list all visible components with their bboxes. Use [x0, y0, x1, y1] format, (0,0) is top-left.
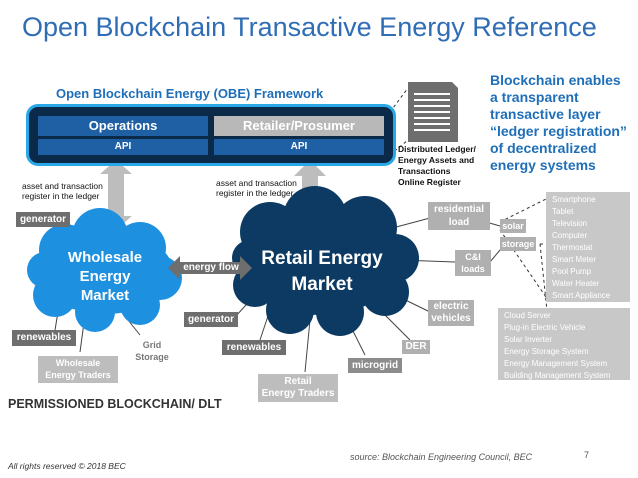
- operations-header: Operations: [38, 116, 208, 136]
- device-item: Computer: [552, 231, 588, 240]
- rights-footer: All rights reserved © 2018 BEC: [8, 461, 126, 471]
- retail-renewables-box: renewables: [222, 340, 286, 355]
- system-item: Cloud Server: [504, 311, 551, 320]
- source-footer: source: Blockchain Engineering Council, …: [350, 452, 533, 462]
- energy-flow-label: energy flow: [183, 262, 239, 273]
- solar-box: solar: [500, 219, 526, 233]
- energy-flow-arrow: [168, 256, 252, 280]
- document-icon: [408, 82, 458, 142]
- page-title: Open Blockchain Transactive Energy Refer…: [22, 12, 597, 42]
- wholesale-cloud: [27, 208, 182, 332]
- system-item: Energy Management System: [504, 359, 608, 368]
- retail-market-label: Retail Energy Market: [261, 248, 383, 295]
- ci-loads-box: C&I loads: [455, 250, 491, 276]
- electric-vehicles-box: electric vehicles: [428, 300, 474, 326]
- retail-cloud: [232, 186, 419, 336]
- device-item: Water Heater: [552, 279, 600, 288]
- retail-traders-box: Retail Energy Traders: [258, 374, 338, 402]
- page-number: 7: [584, 450, 590, 460]
- device-item: Pool Pump: [552, 267, 592, 276]
- ledger-label: Distributed Ledger/ Energy Assets and Tr…: [398, 144, 476, 187]
- storage-box: storage: [500, 237, 536, 251]
- device-item: Smartphone: [552, 195, 596, 204]
- device-item: Television: [552, 219, 588, 228]
- permissioned-blockchain-label: PERMISSIONED BLOCKCHAIN/ DLT: [8, 397, 222, 411]
- system-item: Energy Storage System: [504, 347, 589, 356]
- microgrid-box: microgrid: [348, 358, 402, 373]
- obe-framework-title: Open Blockchain Energy (OBE) Framework: [56, 86, 324, 101]
- register-label-left: asset and transaction register in the le…: [22, 181, 103, 201]
- register-label-right: asset and transaction register in the le…: [216, 178, 297, 198]
- retail-generator-box: generator: [184, 312, 238, 327]
- blockchain-note: Blockchain enables a transparent transac…: [490, 72, 627, 173]
- residential-load-box: residential load: [428, 202, 490, 230]
- der-box: DER: [402, 340, 430, 354]
- grid-storage-label: Grid Storage: [135, 340, 169, 362]
- system-item: Plug-in Electric Vehicle: [504, 323, 586, 332]
- wholesale-renewables-box: renewables: [12, 330, 76, 346]
- wholesale-traders-box: Wholesale Energy Traders: [38, 356, 118, 383]
- api-right: API: [214, 139, 384, 155]
- system-item: Solar Inverter: [504, 335, 553, 344]
- device-item: Tablet: [552, 207, 574, 216]
- retailer-prosumer-header: Retailer/Prosumer: [214, 116, 384, 136]
- wholesale-market-label: Wholesale Energy Market: [67, 249, 143, 304]
- system-item: Building Management System: [504, 371, 611, 380]
- device-item: Smart Meter: [552, 255, 597, 264]
- device-item: Smart Appliance: [552, 291, 611, 300]
- wholesale-generator-box: generator: [16, 212, 70, 227]
- api-left: API: [38, 139, 208, 155]
- device-item: Thermostat: [552, 243, 593, 252]
